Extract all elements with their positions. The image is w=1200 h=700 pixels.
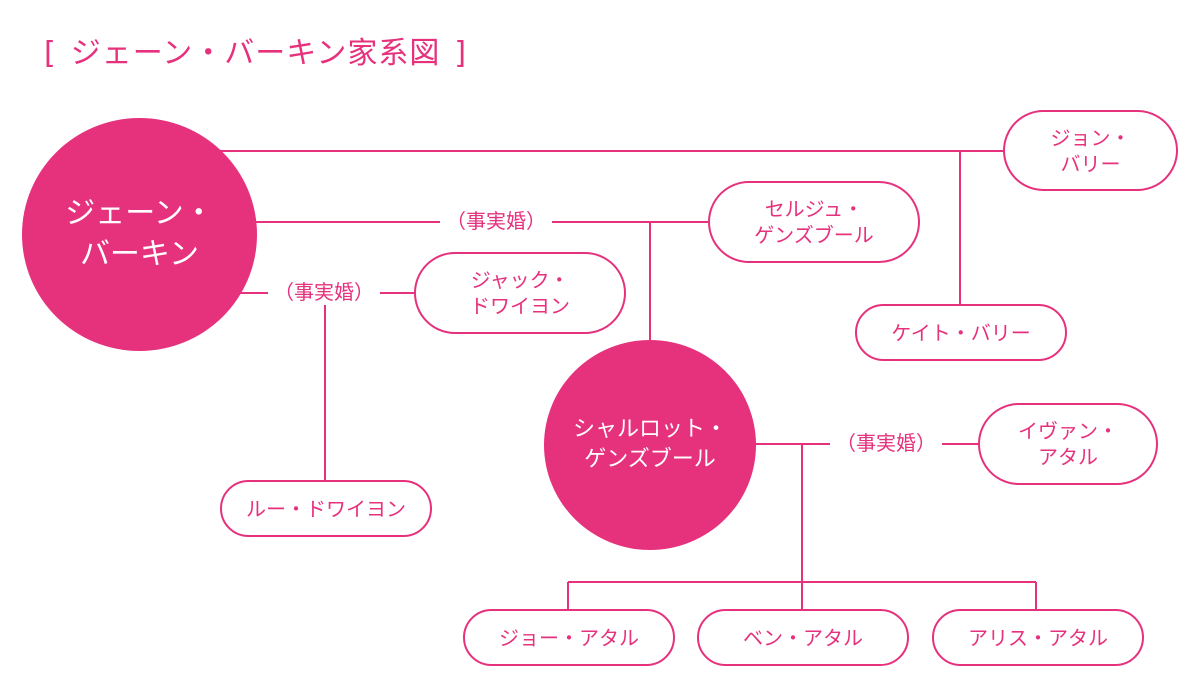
node-name: シャルロット・ ゲンズブール [572, 417, 727, 472]
node-serge-gainsbourg[interactable]: セルジュ・ ゲンズブール [708, 181, 920, 263]
page-title: [ ジェーン・バーキン家系図] [30, 28, 481, 72]
node-jacques-doillon[interactable]: ジャック・ ドワイヨン [414, 252, 626, 334]
node-name: アリス・アタル [968, 625, 1108, 650]
node-jo-attal[interactable]: ジョー・アタル [463, 609, 675, 666]
title-open-bracket: [ [44, 36, 57, 71]
node-name: イヴァン・ アタル [1018, 419, 1118, 469]
node-john-barry[interactable]: ジョン・ バリー [1003, 110, 1178, 191]
node-alice-attal[interactable]: アリス・アタル [932, 609, 1144, 666]
relation-label-jane-serge: （事実婚） [440, 211, 552, 231]
node-yvan-attal[interactable]: イヴァン・ アタル [978, 403, 1158, 485]
node-name: ルー・ドワイヨン [246, 496, 406, 521]
node-jane-birkin[interactable]: ジェーン・ バーキン [22, 118, 257, 351]
node-name: ベン・アタル [743, 625, 863, 650]
node-name: セルジュ・ ゲンズブール [754, 197, 874, 247]
node-charlotte-gainsbourg[interactable]: シャルロット・ ゲンズブール [544, 340, 756, 550]
node-name: ケイト・バリー [891, 320, 1031, 345]
relation-label-charlotte-yvan: （事実婚） [830, 433, 942, 453]
node-name: ジェーン・ バーキン [65, 196, 214, 272]
node-lou-doillon[interactable]: ルー・ドワイヨン [220, 480, 432, 537]
relation-label-jane-jacques: （事実婚） [268, 282, 380, 302]
node-name: ジョー・アタル [499, 625, 639, 650]
node-name: ジャック・ ドワイヨン [470, 268, 570, 318]
node-kate-barry[interactable]: ケイト・バリー [855, 304, 1067, 361]
title-close-bracket: ] [454, 36, 468, 71]
node-name: ジョン・ バリー [1050, 125, 1131, 176]
title-text: ジェーン・バーキン家系図 [70, 36, 441, 71]
node-ben-attal[interactable]: ベン・アタル [697, 609, 909, 666]
